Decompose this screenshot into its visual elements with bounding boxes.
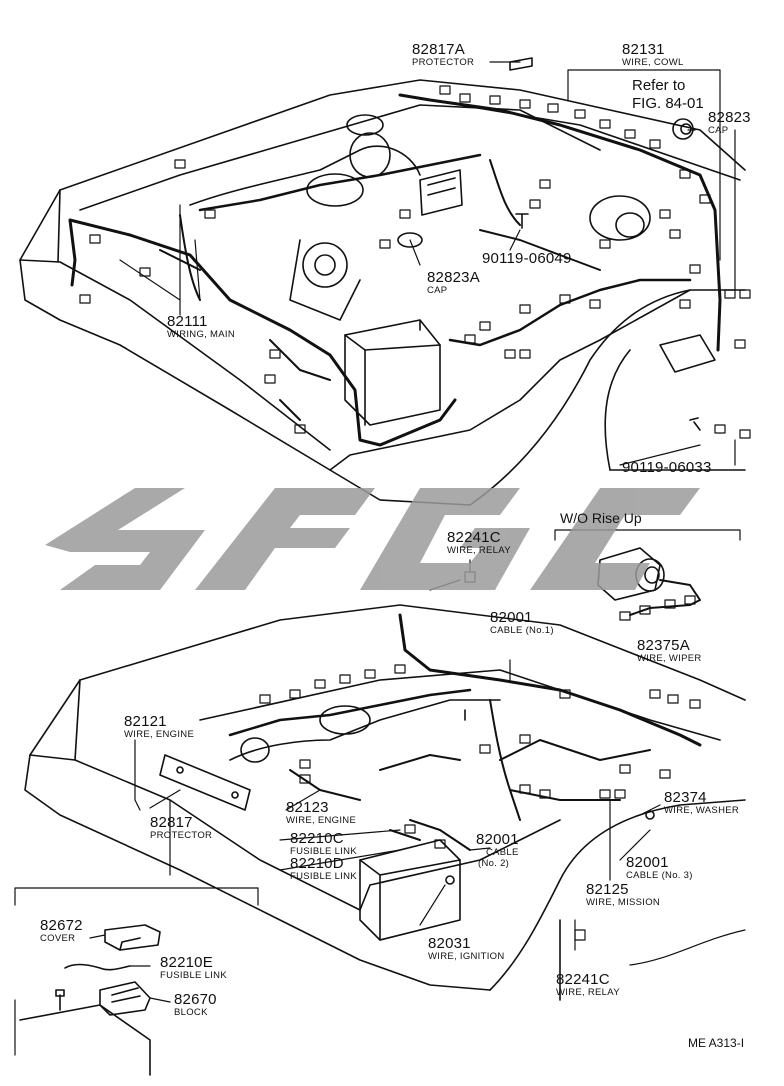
part-number: 82121 — [124, 713, 167, 730]
label-82823: 82823 CAP — [708, 110, 751, 136]
label-82672: 82672 COVER — [40, 918, 83, 944]
reference-line2: FIG. 84-01 — [632, 95, 704, 112]
label-82111: 82111 WIRING, MAIN — [167, 314, 235, 340]
label-82817: 82817 PROTECTOR — [150, 815, 212, 841]
part-desc: WIRE, COWL — [622, 57, 684, 68]
label-82210c: 82210C FUSIBLE LINK — [290, 831, 357, 857]
watermark-logo — [45, 488, 700, 590]
top-leader-lines — [119, 61, 736, 466]
label-82001-no1: 82001 CABLE (No.1) — [490, 610, 554, 636]
part-number: 82374 — [664, 789, 707, 806]
label-82823a: 82823A CAP — [427, 270, 480, 296]
label-82241c-top: 82241C WIRE, RELAY — [447, 530, 511, 556]
part-number: 82123 — [286, 799, 329, 816]
part-number: 82210C — [290, 830, 344, 847]
label-82374: 82374 WIRE, WASHER — [664, 790, 739, 816]
part-desc: CABLE (No. 3) — [626, 870, 693, 881]
part-desc: FUSIBLE LINK — [290, 871, 357, 882]
inset-title: W/O Rise Up — [560, 510, 642, 526]
part-desc: BLOCK — [174, 1007, 208, 1018]
part-number: 82131 — [622, 41, 665, 58]
part-desc: WIRE, RELAY — [447, 545, 511, 556]
reference-note: Refer to FIG. 84-01 — [632, 77, 704, 113]
label-82375a: 82375A WIRE, WIPER — [637, 638, 702, 664]
part-number: 82001 — [476, 831, 519, 848]
label-82001-no3: 82001 CABLE (No. 3) — [626, 855, 693, 881]
part-desc: CABLE (No.1) — [490, 625, 554, 636]
part-number: 90119-06033 — [622, 459, 712, 476]
label-82670: 82670 BLOCK — [174, 992, 217, 1018]
figure-code: ME A313-I — [688, 1036, 745, 1050]
bottom-left-inset — [14, 887, 259, 1076]
part-number: 82823 — [708, 109, 751, 126]
part-desc: CABLE — [486, 847, 519, 858]
part-desc: WIRE, ENGINE — [286, 815, 357, 826]
part-number: 82670 — [174, 991, 217, 1008]
part-desc: CAP — [708, 125, 729, 136]
label-82210d: 82210D FUSIBLE LINK — [290, 856, 357, 882]
part-desc: CAP — [427, 285, 448, 296]
part-number: 82125 — [586, 881, 629, 898]
bottom-car-body — [24, 604, 746, 1001]
label-90119-06033: 90119-06033 — [622, 460, 712, 475]
part-desc: FUSIBLE LINK — [160, 970, 227, 981]
label-82031: 82031 WIRE, IGNITION — [428, 936, 505, 962]
part-number: 82817A — [412, 41, 465, 58]
label-82123: 82123 WIRE, ENGINE — [286, 800, 356, 826]
label-82121: 82121 WIRE, ENGINE — [124, 714, 194, 740]
part-number: 90119-06049 — [482, 250, 572, 267]
part-number: 82111 — [167, 313, 208, 330]
top-car-body — [19, 57, 751, 506]
label-82817a: 82817A PROTECTOR — [412, 42, 474, 68]
part-number: 82823A — [427, 269, 480, 286]
part-number: 82375A — [637, 637, 690, 654]
part-desc: WIRE, RELAY — [556, 987, 620, 998]
bottom-leader-lines — [134, 659, 746, 966]
part-number: 82001 — [626, 854, 669, 871]
part-number: 82817 — [150, 814, 193, 831]
part-desc: WIRE, ENGINE — [124, 729, 195, 740]
part-desc: COVER — [40, 933, 76, 944]
part-desc: FUSIBLE LINK — [290, 846, 357, 857]
part-desc: WIRE, MISSION — [586, 897, 661, 908]
part-number: 82672 — [40, 917, 83, 934]
part-desc: WIRE, WIPER — [637, 653, 702, 664]
part-desc: PROTECTOR — [412, 57, 475, 68]
part-desc: WIRING, MAIN — [167, 329, 235, 340]
part-number: 82210D — [290, 855, 344, 872]
part-desc: PROTECTOR — [150, 830, 213, 841]
label-82001-no2: 82001 CABLE (No. 2) — [476, 832, 519, 868]
label-82241c-bottom: 82241C WIRE, RELAY — [556, 972, 620, 998]
part-number: 82001 — [490, 609, 533, 626]
label-82210e: 82210E FUSIBLE LINK — [160, 955, 227, 981]
part-number: 82031 — [428, 935, 471, 952]
part-desc: WIRE, WASHER — [664, 805, 740, 816]
part-desc-2: (No. 2) — [478, 857, 510, 869]
part-number: 82241C — [556, 971, 610, 988]
label-90119-06049: 90119-06049 — [482, 251, 572, 266]
part-number: 82210E — [160, 954, 213, 971]
part-desc: WIRE, IGNITION — [428, 951, 505, 962]
part-number: 82241C — [447, 529, 501, 546]
label-82131: 82131 WIRE, COWL — [622, 42, 684, 68]
reference-line1: Refer to — [632, 77, 686, 94]
label-82125: 82125 WIRE, MISSION — [586, 882, 660, 908]
